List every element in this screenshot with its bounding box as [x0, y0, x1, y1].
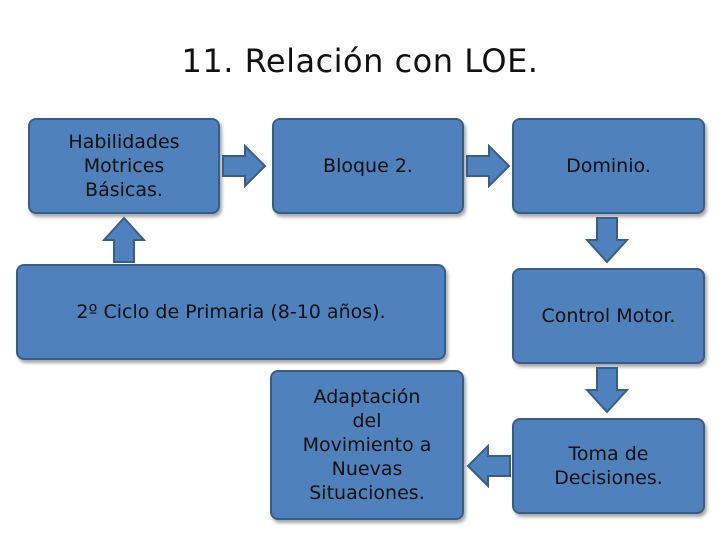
arrow-left-icon	[466, 444, 511, 488]
node-label: Toma de Decisiones.	[554, 443, 663, 489]
arrow-up-icon	[102, 216, 146, 263]
node-bloque-2: Bloque 2.	[272, 118, 464, 214]
node-habilidades-motrices: Habilidades Motrices Básicas.	[28, 118, 220, 214]
node-adaptacion-movimiento: Adaptación del Movimiento a Nuevas Situa…	[270, 370, 464, 520]
node-label: Adaptación del Movimiento a Nuevas Situa…	[302, 386, 432, 504]
arrow-right-icon	[466, 144, 511, 188]
node-dominio: Dominio.	[512, 118, 705, 214]
arrow-right-icon	[222, 144, 267, 188]
node-label: Habilidades Motrices Básicas.	[68, 131, 180, 201]
node-label: 2º Ciclo de Primaria (8-10 años).	[76, 301, 386, 323]
diagram-title: 11. Relación con LOE.	[181, 42, 539, 80]
node-control-motor: Control Motor.	[512, 268, 705, 364]
node-toma-decisiones: Toma de Decisiones.	[512, 418, 705, 514]
node-label: Bloque 2.	[323, 155, 413, 177]
node-label: Dominio.	[566, 155, 651, 177]
arrow-down-icon	[585, 217, 629, 264]
arrow-down-icon	[585, 367, 629, 414]
node-label: Control Motor.	[541, 305, 676, 327]
node-ciclo-primaria: 2º Ciclo de Primaria (8-10 años).	[16, 264, 446, 360]
